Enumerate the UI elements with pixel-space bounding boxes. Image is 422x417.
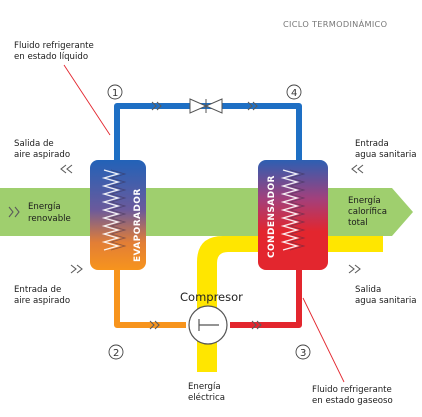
step-3-marker: 3 bbox=[295, 344, 311, 360]
warm-pipe-bottom bbox=[114, 262, 186, 328]
evaporator-label: EVAPORADOR bbox=[133, 188, 143, 262]
flow-arrows-top bbox=[151, 101, 258, 111]
cold-pipe-top bbox=[114, 103, 302, 168]
water-out-label-line2: agua sanitaria bbox=[355, 296, 417, 306]
expansion-valve-icon bbox=[189, 98, 223, 114]
step-4-number: 4 bbox=[291, 88, 297, 99]
air-out-label-line2: aire aspirado bbox=[14, 150, 70, 160]
evaporator-tank bbox=[90, 160, 146, 270]
compressor-icon bbox=[188, 305, 228, 345]
air-in-label-line1: Entrada de bbox=[14, 285, 61, 295]
renewable-label-line1: Energía bbox=[28, 202, 61, 212]
condenser-tank bbox=[258, 160, 328, 270]
heat-label-line2: calorífica bbox=[348, 207, 387, 217]
gas-refrigerant-leader bbox=[302, 297, 345, 383]
heat-label-line1: Energía bbox=[348, 196, 381, 206]
step-4-marker: 4 bbox=[286, 84, 302, 100]
step-2-marker: 2 bbox=[108, 344, 124, 360]
water-in-label-line1: Entrada bbox=[355, 139, 389, 149]
air-out-label-line1: Salida de bbox=[14, 139, 54, 149]
step-1-number: 1 bbox=[112, 88, 118, 99]
water-out-label-line1: Salida bbox=[355, 285, 381, 295]
water-out-arrows bbox=[348, 264, 361, 274]
electric-label-line1: Energía bbox=[188, 382, 221, 392]
gas-refrigerant-label-line2: en estado gaseoso bbox=[312, 396, 393, 406]
air-in-label-line2: aire aspirado bbox=[14, 296, 70, 306]
air-out-arrows bbox=[60, 164, 73, 174]
step-3-number: 3 bbox=[300, 348, 306, 359]
diagram-title: CICLO TERMODINÁMICO bbox=[283, 18, 387, 29]
liquid-refrigerant-label-line1: Fluido refrigerante bbox=[14, 41, 94, 51]
compressor-label: Compresor bbox=[180, 290, 243, 304]
gas-refrigerant-label-line1: Fluido refrigerante bbox=[312, 385, 392, 395]
electric-energy-band bbox=[197, 236, 383, 372]
liquid-refrigerant-leader bbox=[63, 64, 111, 136]
water-in-label-line2: agua sanitaria bbox=[355, 150, 417, 160]
heat-label-line3: total bbox=[348, 218, 368, 228]
water-in-arrows bbox=[351, 164, 364, 174]
renewable-label-line2: renovable bbox=[28, 214, 71, 224]
electric-label-line2: eléctrica bbox=[188, 392, 225, 403]
renewable-arrows bbox=[8, 206, 20, 218]
step-2-number: 2 bbox=[113, 348, 119, 359]
step-1-marker: 1 bbox=[107, 84, 123, 100]
condenser-label: CONDENSADOR bbox=[267, 175, 277, 258]
hot-pipe-bottom bbox=[230, 262, 302, 328]
liquid-refrigerant-label-line2: en estado líquido bbox=[14, 52, 88, 62]
air-in-arrows bbox=[70, 264, 83, 274]
flow-arrows-bottom bbox=[149, 320, 262, 330]
